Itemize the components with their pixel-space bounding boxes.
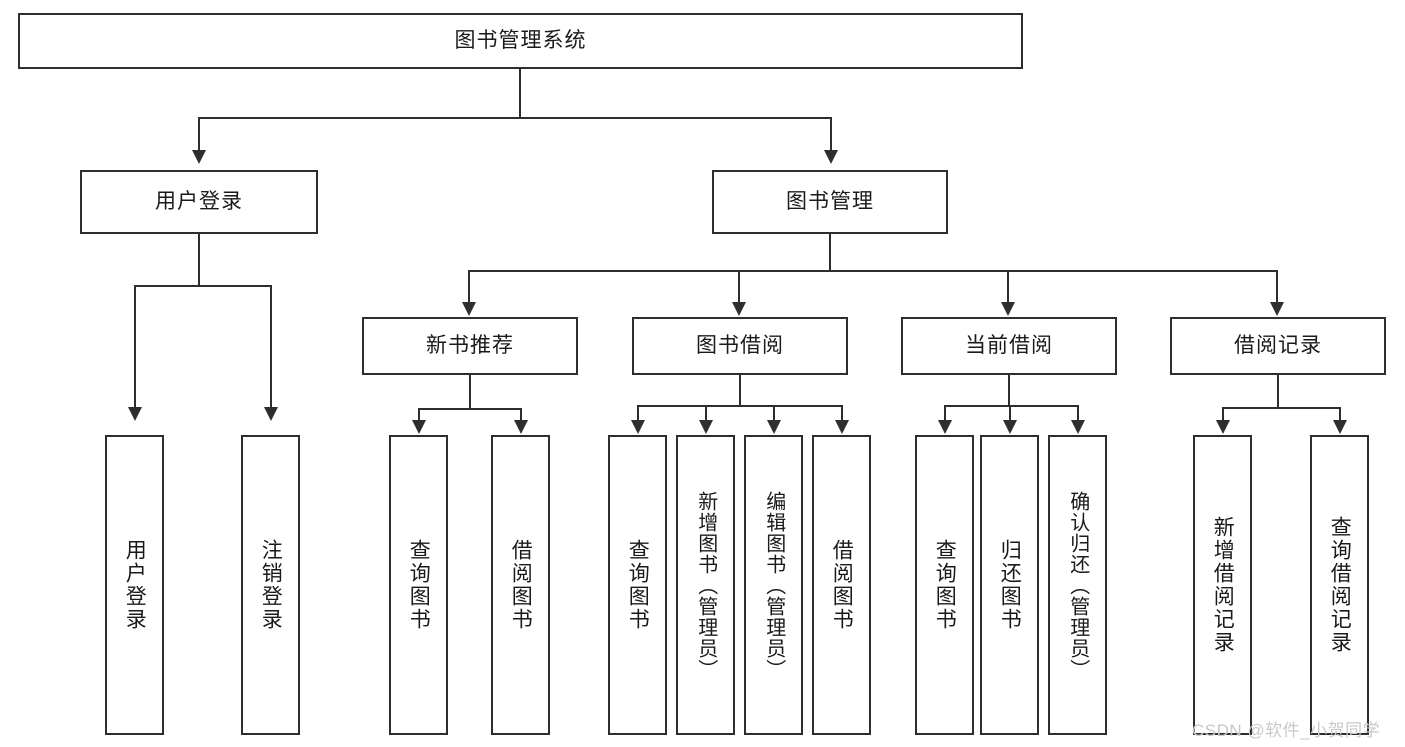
connector-current-borrow-to-leaf-2 — [1077, 405, 1079, 422]
arrowhead-current-borrow-to-leaf-2 — [1071, 420, 1085, 434]
arrowhead-borrow-record-to-leaf-1 — [1333, 420, 1347, 434]
connector-root-bus — [198, 117, 832, 119]
arrowhead-book-borrow-to-leaf-3 — [835, 420, 849, 434]
connector-root-to-user-login — [198, 117, 200, 151]
connector-book-borrow-bus — [637, 405, 842, 407]
leaf-label: 查询图书 — [933, 539, 957, 631]
arrowhead-current-borrow-to-leaf-0 — [938, 420, 952, 434]
connector-book-borrow-to-leaf-3 — [841, 405, 843, 422]
leaf-book-borrow-query-book[interactable]: 查询图书 — [608, 435, 667, 735]
leaf-new-book-recommend-query-book[interactable]: 查询图书 — [389, 435, 448, 735]
arrowhead-book-management-to-child-0 — [462, 302, 476, 316]
connector-user-login-to-leaf-0 — [134, 285, 136, 408]
arrowhead-user-login-to-leaf-1 — [264, 407, 278, 421]
connector-current-borrow-bus — [944, 405, 1078, 407]
connector-book-borrow-stem — [739, 375, 741, 406]
connector-user-login-to-leaf-1 — [270, 285, 272, 408]
connector-book-borrow-to-leaf-0 — [637, 405, 639, 422]
connector-current-borrow-stem — [1008, 375, 1010, 406]
connector-book-management-to-child-3 — [1276, 270, 1278, 303]
leaf-borrow-record-query-record[interactable]: 查询借阅记录 — [1310, 435, 1369, 735]
leaf-current-borrow-query-book[interactable]: 查询图书 — [915, 435, 974, 735]
arrowhead-new-book-recommend-to-leaf-0 — [412, 420, 426, 434]
leaf-borrow-record-add-record[interactable]: 新增借阅记录 — [1193, 435, 1252, 735]
node-label: 当前借阅 — [965, 334, 1053, 358]
connector-new-book-recommend-to-leaf-0 — [418, 408, 420, 422]
node-borrow-record[interactable]: 借阅记录 — [1170, 317, 1386, 375]
leaf-label: 确认归还（管理员） — [1066, 490, 1089, 680]
leaf-label: 借阅图书 — [509, 539, 533, 631]
node-label: 借阅记录 — [1234, 334, 1322, 358]
connector-current-borrow-to-leaf-1 — [1009, 405, 1011, 422]
connector-book-management-bus — [468, 270, 1278, 272]
node-book-management[interactable]: 图书管理 — [712, 170, 948, 234]
arrowhead-root-to-book-management — [824, 150, 838, 164]
node-user-login[interactable]: 用户登录 — [80, 170, 318, 234]
leaf-label: 编辑图书（管理员） — [762, 490, 785, 680]
node-label: 图书管理系统 — [454, 29, 587, 53]
connector-user-login-stem — [198, 234, 200, 286]
connector-new-book-recommend-stem — [469, 375, 471, 409]
arrowhead-book-management-to-child-2 — [1001, 302, 1015, 316]
connector-book-management-to-child-2 — [1007, 270, 1009, 303]
connector-new-book-recommend-bus — [418, 408, 521, 410]
leaf-current-borrow-confirm-return-admin[interactable]: 确认归还（管理员） — [1048, 435, 1107, 735]
arrowhead-book-management-to-child-1 — [732, 302, 746, 316]
node-root-book-management-system[interactable]: 图书管理系统 — [18, 13, 1023, 69]
node-label: 用户登录 — [155, 190, 243, 214]
arrowhead-user-login-to-leaf-0 — [128, 407, 142, 421]
leaf-label: 新增借阅记录 — [1211, 516, 1235, 654]
connector-root-stem — [519, 69, 521, 118]
connector-book-borrow-to-leaf-2 — [773, 405, 775, 422]
connector-user-login-bus — [134, 285, 272, 287]
node-label: 图书借阅 — [696, 334, 784, 358]
arrowhead-book-borrow-to-leaf-1 — [699, 420, 713, 434]
arrowhead-new-book-recommend-to-leaf-1 — [514, 420, 528, 434]
connector-book-management-to-child-0 — [468, 270, 470, 303]
connector-root-to-book-management — [830, 117, 832, 151]
arrowhead-book-management-to-child-3 — [1270, 302, 1284, 316]
arrowhead-borrow-record-to-leaf-0 — [1216, 420, 1230, 434]
connector-new-book-recommend-to-leaf-1 — [520, 408, 522, 422]
leaf-label: 借阅图书 — [830, 539, 854, 631]
leaf-label: 查询图书 — [407, 539, 431, 631]
connector-book-borrow-to-leaf-1 — [705, 405, 707, 422]
leaf-label: 用户登录 — [123, 539, 147, 631]
connector-borrow-record-bus — [1222, 407, 1340, 409]
leaf-label: 注销登录 — [259, 539, 283, 631]
connector-borrow-record-stem — [1277, 375, 1279, 408]
node-current-borrow[interactable]: 当前借阅 — [901, 317, 1117, 375]
node-label: 新书推荐 — [426, 334, 514, 358]
leaf-new-book-recommend-borrow-book[interactable]: 借阅图书 — [491, 435, 550, 735]
leaf-label: 新增图书（管理员） — [694, 490, 717, 680]
node-label: 图书管理 — [786, 190, 874, 214]
leaf-book-borrow-edit-book-admin[interactable]: 编辑图书（管理员） — [744, 435, 803, 735]
connector-borrow-record-to-leaf-1 — [1339, 407, 1341, 422]
leaf-user-login-logout[interactable]: 注销登录 — [241, 435, 300, 735]
arrowhead-book-borrow-to-leaf-2 — [767, 420, 781, 434]
connector-book-management-stem — [829, 234, 831, 271]
leaf-user-login-user-login[interactable]: 用户登录 — [105, 435, 164, 735]
arrowhead-current-borrow-to-leaf-1 — [1003, 420, 1017, 434]
leaf-label: 查询借阅记录 — [1328, 516, 1352, 654]
arrowhead-book-borrow-to-leaf-0 — [631, 420, 645, 434]
arrowhead-root-to-user-login — [192, 150, 206, 164]
node-book-borrow[interactable]: 图书借阅 — [632, 317, 848, 375]
leaf-book-borrow-borrow-book[interactable]: 借阅图书 — [812, 435, 871, 735]
leaf-book-borrow-add-book-admin[interactable]: 新增图书（管理员） — [676, 435, 735, 735]
connector-book-management-to-child-1 — [738, 270, 740, 303]
connector-current-borrow-to-leaf-0 — [944, 405, 946, 422]
connector-borrow-record-to-leaf-0 — [1222, 407, 1224, 422]
leaf-current-borrow-return-book[interactable]: 归还图书 — [980, 435, 1039, 735]
node-new-book-recommend[interactable]: 新书推荐 — [362, 317, 578, 375]
leaf-label: 查询图书 — [626, 539, 650, 631]
leaf-label: 归还图书 — [998, 539, 1022, 631]
